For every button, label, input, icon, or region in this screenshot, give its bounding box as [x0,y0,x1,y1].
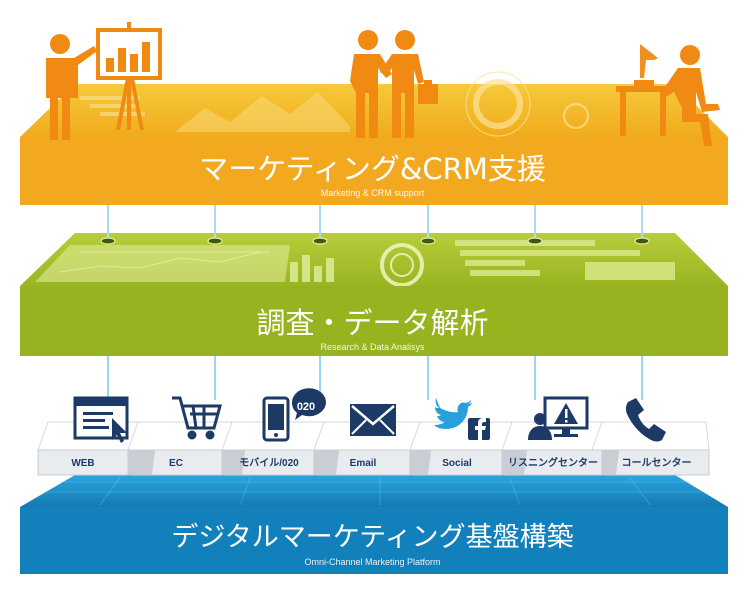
channel-label-mobile: モバイル/020 [239,458,299,469]
platform-layer [20,475,728,574]
speech-bubble-icon [291,388,326,420]
alert-monitor-icon [528,396,589,440]
telephone-icon [625,398,666,442]
connector-lines-upper [107,205,643,240]
envelope-icon [350,404,396,436]
shopping-cart-icon [172,396,222,440]
browser-window-icon [73,396,129,443]
channel-label-ec: EC [169,458,183,469]
channel-label-web: WEB [71,458,95,469]
channel-label-listening-center: リスニングセンター [508,458,598,469]
presenter-figure [46,22,162,140]
research-layer-title: 調査・データ解析 [256,306,489,340]
research-layer-subtitle: Research & Data Analisys [320,342,425,352]
marketing-layer-subtitle: Marketing & CRM support [320,188,425,198]
twitter-facebook-icon [434,398,490,440]
operator-head-icon [534,413,546,425]
handshake-figures [350,30,438,138]
channel-label-call-center: コールセンター [621,458,692,469]
connector-lines-lower [107,356,643,400]
desk-worker-figure [616,44,720,146]
channel-label-email: Email [349,458,377,469]
channel-tiles [37,421,710,476]
channel-label-social: Social [442,458,472,469]
mobile-phone-icon: 020 [262,388,326,442]
twitter-bird-icon [434,398,472,429]
marketing-layer-title: マーケティング&CRM支援 [199,152,546,186]
connector-sockets [100,237,650,245]
platform-layer-subtitle: Omni-Channel Marketing Platform [304,557,441,567]
research-layer [20,233,728,356]
mobile-badge: 020 [297,401,315,413]
platform-layer-title: デジタルマーケティング基盤構築 [171,522,574,553]
